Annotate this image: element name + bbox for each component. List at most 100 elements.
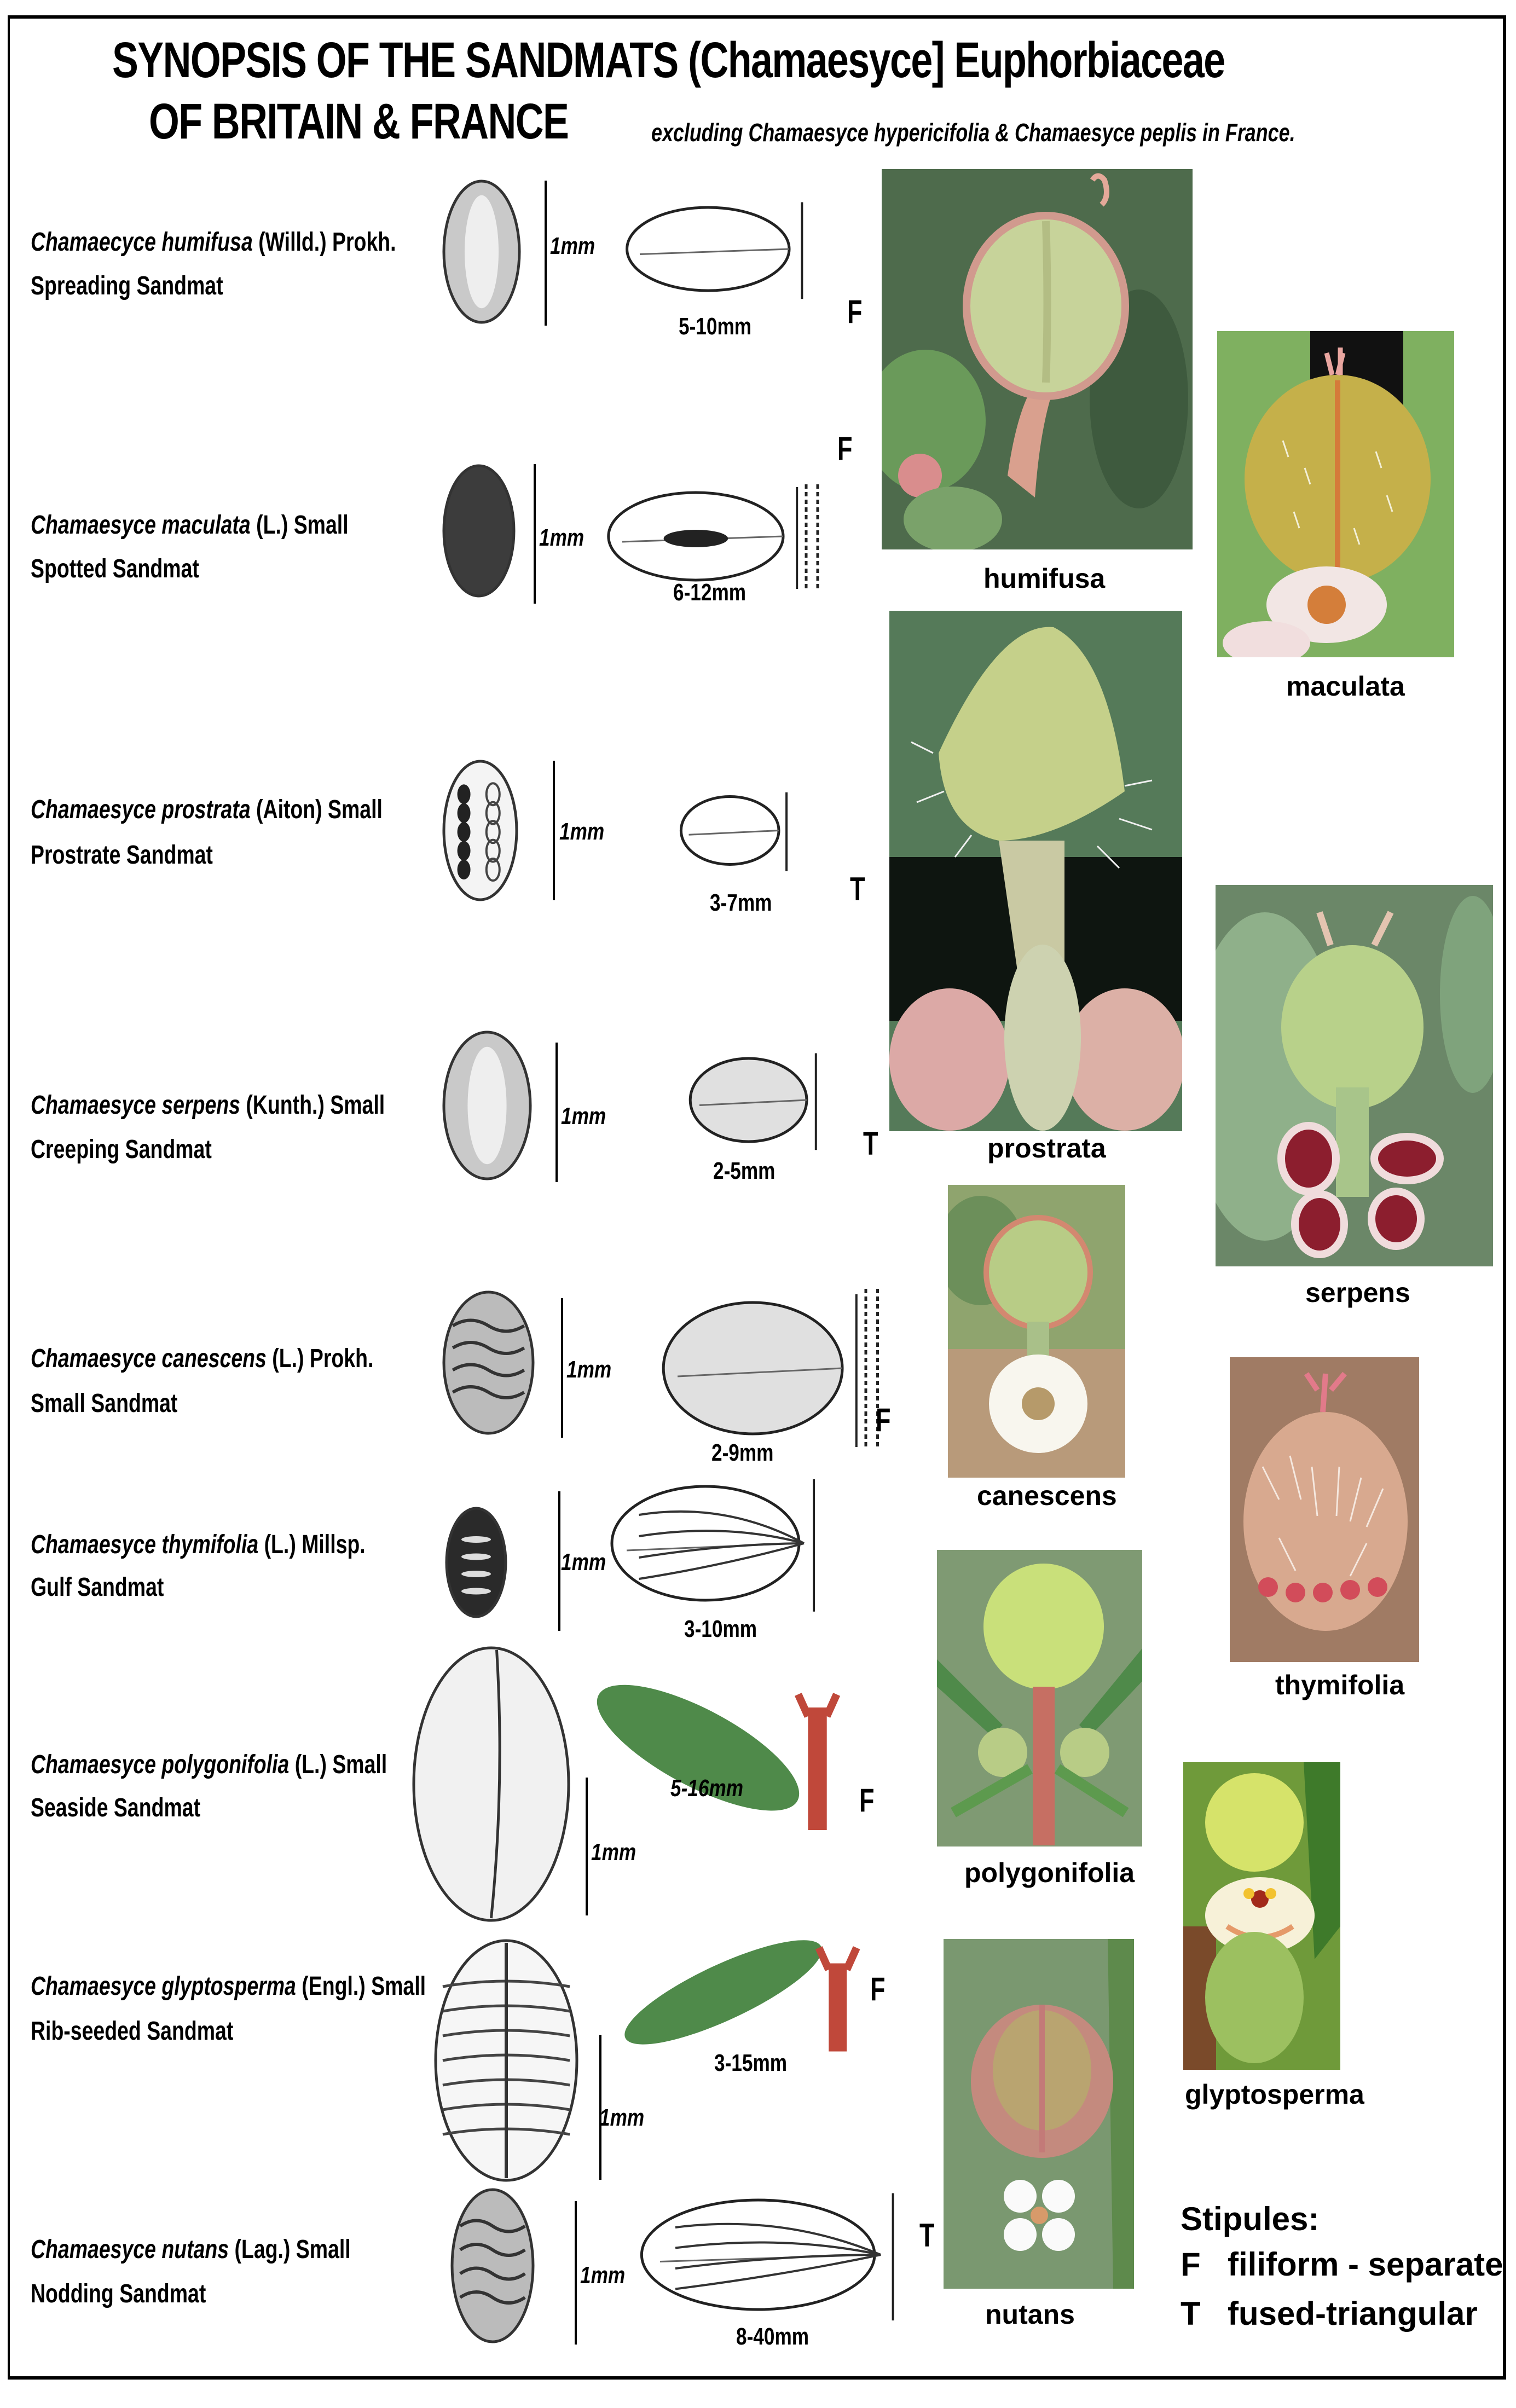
epithet: canescens — [161, 1344, 267, 1373]
photo-caption-maculata: maculata — [1286, 671, 1405, 702]
genus: Chamaesyce — [31, 2235, 156, 2264]
epithet: humifusa — [161, 228, 253, 257]
scale-label: 1mm — [550, 233, 595, 259]
epithet: maculata — [161, 511, 251, 540]
seed-illustration — [441, 1289, 536, 1437]
stipule-type-label: T — [850, 871, 865, 907]
epithet: glyptosperma — [161, 1972, 296, 2001]
leaf-size-label: 3-10mm — [684, 1616, 757, 1642]
photo-caption-prostrata: prostrata — [987, 1133, 1106, 1164]
scale-bar — [586, 1778, 588, 1915]
species-common-name: Spreading Sandmat — [31, 271, 223, 300]
species-scientific-name: Chamaecyce humifusa (Willd.) Prokh. — [31, 227, 396, 257]
leaf-size-label: 5-16mm — [670, 1775, 744, 1802]
leaf-size-label: 3-15mm — [714, 2050, 788, 2076]
leaf-size-label: 8-40mm — [736, 2323, 809, 2350]
scale-label: 1mm — [566, 1356, 612, 1383]
species-scientific-name: Chamaesyce maculata (L.) Small — [31, 510, 349, 540]
stipule-type-label: F — [870, 1971, 886, 2007]
leaf-size-label: 6-12mm — [673, 579, 747, 606]
scale-bar — [556, 1043, 558, 1182]
epithet: prostrata — [161, 795, 251, 824]
leaf-size-label: 3-7mm — [710, 889, 772, 916]
photo-caption-nutans: nutans — [985, 2299, 1075, 2330]
species-common-name: Creeping Sandmat — [31, 1135, 212, 1164]
leaf-illustration — [654, 1286, 889, 1450]
stipules-legend-title: Stipules: — [1181, 2201, 1320, 2237]
authority: (Lag.) Small — [234, 2235, 351, 2264]
stipule-type-label: T — [863, 1125, 878, 1162]
species-common-name: Prostrate Sandmat — [31, 841, 213, 870]
leaf-size-label: 5-10mm — [679, 313, 752, 340]
authority: (Kunth.) Small — [246, 1091, 385, 1120]
scale-label: 1mm — [561, 1549, 606, 1576]
species-scientific-name: Chamaesyce serpens (Kunth.) Small — [31, 1090, 385, 1120]
page-subtitle: excluding Chamaesyce hypericifolia & Cha… — [651, 118, 1295, 147]
stipule-type-label: F — [837, 430, 853, 467]
page-title-line2: OF BRITAIN & FRANCE — [149, 94, 569, 149]
seed-illustration — [441, 462, 517, 599]
stipule-type-label: F — [859, 1782, 875, 1819]
leaf-illustration — [629, 2186, 936, 2323]
photo-humifusa — [882, 169, 1193, 549]
scale-bar — [558, 1491, 560, 1631]
authority: (L.) Millsp. — [264, 1530, 366, 1559]
scale-label: 1mm — [559, 818, 605, 845]
authority: (Willd.) Prokh. — [258, 228, 396, 257]
photo-caption-serpens: serpens — [1305, 1277, 1410, 1308]
authority: (L.) Small — [256, 511, 349, 540]
legend-label-f: filiform - separate — [1228, 2246, 1503, 2283]
authority: (L.) Small — [294, 1750, 387, 1779]
legend-label-t: fused-triangular — [1228, 2295, 1478, 2332]
species-common-name: Nodding Sandmat — [31, 2279, 206, 2308]
photo-caption-canescens: canescens — [977, 1480, 1117, 1511]
seed-illustration — [410, 1645, 572, 1924]
genus: Chamaecyce — [31, 228, 156, 257]
leaf-illustration — [676, 788, 805, 873]
photo-canescens — [948, 1185, 1125, 1478]
photo-glyptosperma — [1183, 1762, 1340, 2070]
leaf-illustration — [684, 1048, 837, 1152]
scale-bar — [561, 1298, 563, 1438]
species-common-name: Seaside Sandmat — [31, 1793, 201, 1822]
photo-prostrata — [889, 611, 1182, 1131]
stipule-type-label: F — [847, 293, 863, 330]
page-frame — [8, 15, 1506, 2380]
epithet: polygonifolia — [161, 1750, 290, 1779]
genus: Chamaesyce — [31, 1972, 156, 2001]
scale-bar — [534, 464, 536, 604]
photo-nutans — [944, 1939, 1134, 2289]
species-scientific-name: Chamaesyce glyptosperma (Engl.) Small — [31, 1971, 426, 2001]
seed-illustration — [432, 1937, 580, 2184]
photo-serpens — [1216, 885, 1493, 1266]
species-common-name: Small Sandmat — [31, 1389, 178, 1418]
scale-label: 1mm — [539, 524, 585, 551]
epithet: thymifolia — [161, 1530, 259, 1559]
leaf-illustration — [618, 197, 832, 301]
epithet: serpens — [161, 1091, 240, 1120]
seed-illustration — [449, 2186, 536, 2345]
page-title-line1: SYNOPSIS OF THE SANDMATS (Chamaesyce] Eu… — [112, 32, 1225, 88]
species-scientific-name: Chamaesyce thymifolia (L.) Millsp. — [31, 1530, 366, 1560]
scale-label: 1mm — [561, 1103, 606, 1130]
seed-illustration — [443, 1505, 509, 1620]
seed-illustration — [441, 758, 520, 903]
scale-bar — [553, 761, 555, 900]
scale-bar — [599, 2035, 601, 2180]
species-common-name: Gulf Sandmat — [31, 1573, 164, 1602]
seed-illustration — [441, 1029, 534, 1182]
scale-label: 1mm — [599, 2104, 645, 2131]
scale-label: 1mm — [580, 2262, 626, 2289]
species-common-name: Spotted Sandmat — [31, 554, 199, 583]
genus: Chamaesyce — [31, 511, 156, 540]
scale-label: 1mm — [591, 1839, 637, 1866]
genus: Chamaesyce — [31, 1091, 156, 1120]
species-scientific-name: Chamaesyce polygonifolia (L.) Small — [31, 1750, 387, 1780]
leaf-illustration — [602, 1472, 848, 1614]
photo-maculata — [1217, 331, 1454, 657]
scale-bar — [545, 181, 547, 326]
leaf-illustration — [577, 1664, 846, 1839]
seed-illustration — [441, 178, 523, 326]
leaf-size-label: 2-5mm — [713, 1157, 776, 1184]
